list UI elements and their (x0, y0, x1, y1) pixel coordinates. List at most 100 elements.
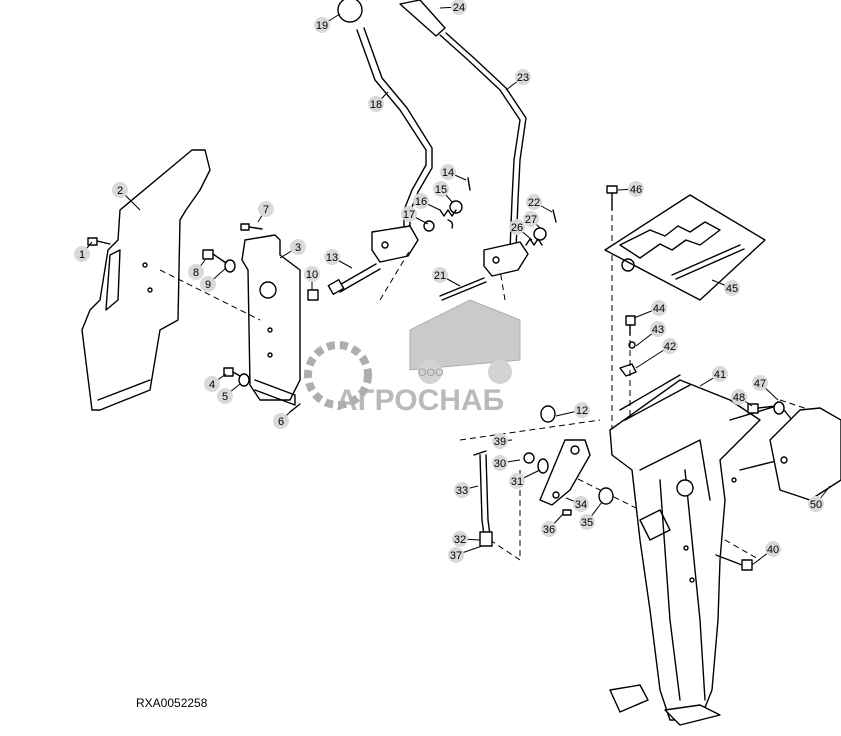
callout-4: 4 (204, 373, 227, 392)
callout-30: 30 (492, 455, 521, 471)
callout-number: 17 (403, 209, 415, 221)
callout-badge (808, 496, 824, 512)
callout-34: 34 (565, 496, 589, 512)
callout-badge (712, 366, 728, 382)
callout-badge (440, 164, 456, 180)
callout-badge (731, 389, 747, 405)
callout-number: 36 (543, 524, 555, 536)
callout-37: 37 (448, 545, 483, 563)
callout-badge (509, 219, 525, 235)
callout-number: 34 (575, 499, 587, 511)
callout-3: 3 (279, 239, 306, 259)
callout-badge (188, 264, 204, 280)
callout-badge (314, 17, 330, 33)
callout-badge (724, 280, 740, 296)
callout-badge (432, 267, 448, 283)
callout-number: 8 (193, 267, 199, 279)
callout-12: 12 (555, 402, 590, 418)
callout-number: 24 (453, 2, 465, 14)
support-frame-part (609, 374, 801, 726)
callout-number: 13 (326, 252, 338, 264)
callout-number: 42 (664, 341, 676, 353)
callout-badge (401, 206, 417, 222)
lever-part (337, 0, 433, 263)
callout-badge (200, 276, 216, 292)
callout-number: 4 (209, 379, 215, 391)
callout-number: 31 (511, 476, 523, 488)
callout-number: 47 (754, 378, 766, 390)
bolt-part (223, 367, 250, 387)
callout-number: 22 (528, 197, 540, 209)
callout-33: 33 (454, 482, 479, 498)
callout-19: 19 (314, 13, 341, 33)
callout-number: 46 (630, 184, 642, 196)
callout-badge (492, 433, 508, 449)
callout-42: 42 (635, 338, 678, 369)
callout-badge (204, 376, 220, 392)
callout-number: 50 (810, 499, 822, 511)
callout-badge (650, 321, 666, 337)
callout-10: 10 (304, 266, 320, 290)
callout-badge (217, 388, 233, 404)
callout-8: 8 (188, 259, 206, 280)
callout-23: 23 (505, 69, 531, 91)
spring-part (525, 209, 557, 246)
callout-number: 39 (494, 436, 506, 448)
callout-badge (523, 211, 539, 227)
callout-badge (573, 496, 589, 512)
callout-number: 5 (222, 391, 228, 403)
callout-badge (433, 181, 449, 197)
spring-part (423, 200, 463, 232)
callout-number: 18 (370, 99, 382, 111)
callout-16: 16 (413, 193, 441, 211)
callout-number: 1 (79, 249, 85, 261)
callout-45: 45 (711, 279, 740, 296)
callout-badge (541, 521, 557, 537)
callout-number: 48 (733, 392, 745, 404)
bolt-part (307, 289, 319, 301)
watermark-small-text: ООО (418, 367, 444, 379)
shift-plate-part (604, 194, 766, 301)
callout-number: 3 (295, 242, 301, 254)
diagram-code: RXA0052258 (136, 696, 208, 710)
callout-47: 47 (752, 375, 779, 401)
bolt-part (715, 554, 753, 571)
callout-number: 43 (652, 324, 664, 336)
callout-40: 40 (751, 541, 781, 566)
callout-badge (448, 547, 464, 563)
callout-number: 9 (205, 279, 211, 291)
callout-badge (74, 246, 90, 262)
lever-part (399, 0, 529, 277)
callout-36: 36 (541, 513, 564, 537)
callout-32: 32 (452, 531, 481, 547)
callout-6: 6 (273, 409, 293, 429)
callout-13: 13 (324, 249, 353, 269)
callout-35: 35 (579, 501, 603, 530)
callout-14: 14 (440, 164, 467, 181)
callout-number: 12 (576, 405, 588, 417)
callout-badge (509, 473, 525, 489)
callout-24: 24 (439, 0, 467, 15)
callout-18: 18 (368, 91, 389, 112)
callout-badge (413, 193, 429, 209)
callout-badge (454, 482, 470, 498)
bolt-part (747, 401, 785, 415)
callout-50: 50 (808, 485, 831, 512)
side-bracket-part (769, 407, 841, 501)
callout-44: 44 (633, 300, 667, 319)
callout-badge (452, 531, 468, 547)
bolt-part (202, 249, 236, 273)
watermark-brand-text: АГРОСНАБ (336, 384, 504, 417)
rod-part (473, 450, 493, 547)
callout-badge (368, 96, 384, 112)
bolt-part (619, 315, 637, 377)
callout-badge (752, 375, 768, 391)
bolt-part (240, 223, 263, 231)
callout-number: 15 (435, 184, 447, 196)
callout-number: 23 (517, 72, 529, 84)
callout-21: 21 (432, 267, 461, 287)
bolt-part (87, 237, 111, 246)
callout-badge (515, 69, 531, 85)
callout-31: 31 (509, 469, 541, 489)
